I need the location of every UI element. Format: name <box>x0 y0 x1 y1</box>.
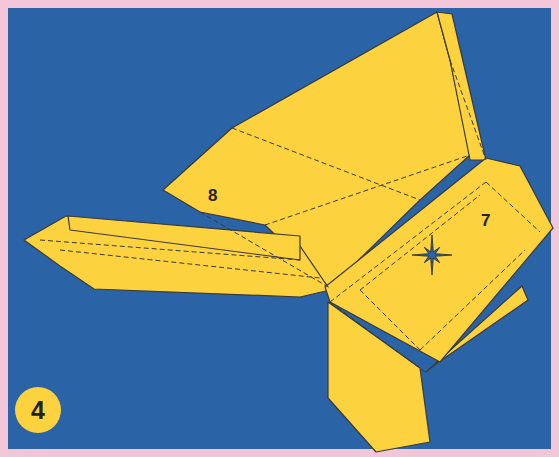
body-box <box>325 158 553 362</box>
tail-fin <box>68 216 300 260</box>
tail-strip <box>24 216 330 297</box>
part-number: 8 <box>208 187 217 204</box>
wing-flap <box>437 12 486 160</box>
part-number: 7 <box>481 212 490 229</box>
star-hole <box>412 235 452 275</box>
step-number: 4 <box>31 398 45 423</box>
step-number-circle: 4 <box>15 387 61 433</box>
